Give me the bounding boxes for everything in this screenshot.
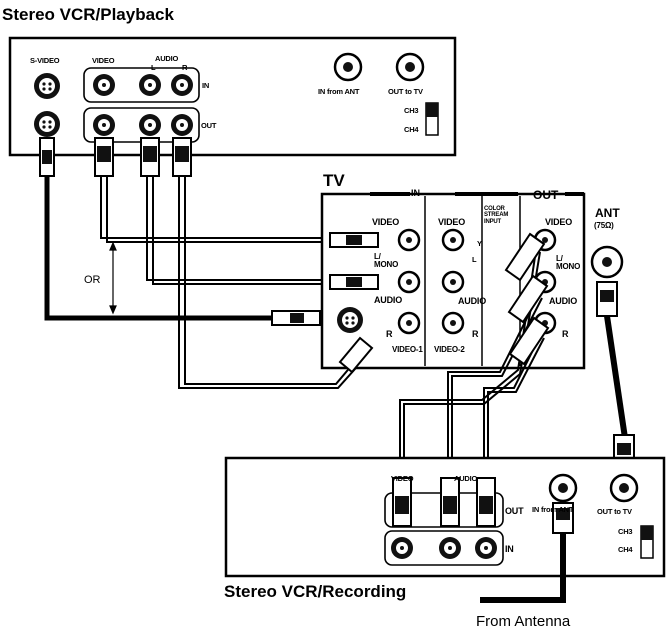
playback-rca-in-jacks xyxy=(93,74,193,96)
playback-ant-in-jack xyxy=(333,52,363,82)
tv-l2-label: L xyxy=(472,255,477,264)
playback-l-label: L xyxy=(151,63,156,72)
tv-out-plugs xyxy=(504,232,550,366)
recording-rca-jacks xyxy=(391,537,497,559)
recording-out-label: OUT xyxy=(505,506,524,516)
recording-video-label: VIDEO xyxy=(391,474,414,483)
tv-video2-port-label: VIDEO-2 xyxy=(434,345,465,354)
audio-l-cable xyxy=(146,176,332,285)
recording-ant-in-jack xyxy=(548,473,578,534)
antenna-feed-cable xyxy=(480,533,566,603)
playback-out-label: OUT xyxy=(201,121,217,130)
tv-out-r-label: R xyxy=(562,329,569,339)
tv-video1-label: VIDEO-1 xyxy=(392,345,423,354)
playback-audio-label: AUDIO xyxy=(155,54,179,63)
playback-rca-out-jacks xyxy=(93,114,193,136)
playback-svideo-out-jack xyxy=(34,111,60,137)
tv-out-video-label: VIDEO xyxy=(545,217,573,227)
playback-in-from-ant-label: IN from ANT xyxy=(318,87,360,96)
or-bracket xyxy=(109,241,117,315)
playback-out-to-tv-label: OUT to TV xyxy=(388,87,423,96)
tv-input-plugs xyxy=(271,232,379,326)
tv-video2-label: VIDEO xyxy=(438,217,466,227)
tv-lmono-label: L/ MONO xyxy=(374,252,399,270)
recording-ch4-label: CH4 xyxy=(618,545,633,554)
tv-y-label: Y xyxy=(477,239,482,248)
tv-r-label: R xyxy=(386,329,393,339)
tv-r2-label: R xyxy=(472,329,479,339)
recording-audio-label: AUDIO xyxy=(454,474,478,483)
tv-audio-r-plug xyxy=(338,336,374,374)
playback-video-label: VIDEO xyxy=(92,56,115,65)
recording-plugs xyxy=(392,477,496,527)
playback-svideo-label: S-VIDEO xyxy=(30,56,60,65)
playback-output-plugs xyxy=(39,137,192,177)
tv-ant-ohm-label: (75Ω) xyxy=(594,221,614,230)
recording-in-label: IN xyxy=(505,544,514,554)
tv-title: TV xyxy=(323,171,345,190)
playback-ch4-label: CH4 xyxy=(404,125,419,134)
recording-ch3-label: CH3 xyxy=(618,527,633,536)
tv-ant-label: ANT xyxy=(595,206,620,220)
playback-vcr-body xyxy=(8,36,457,157)
from-antenna-label: From Antenna xyxy=(476,613,571,630)
playback-ant-out-jack xyxy=(395,52,425,82)
playback-vcr-title: Stereo VCR/Playback xyxy=(2,5,174,24)
recording-audio-in-frame xyxy=(384,530,504,566)
recording-out-to-tv-label: OUT to TV xyxy=(597,507,632,516)
playback-ch3-label: CH3 xyxy=(404,106,419,115)
recording-vcr-title: Stereo VCR/Recording xyxy=(224,582,407,601)
recording-ant-out-jack xyxy=(609,473,639,503)
tv-svideo-jack xyxy=(337,307,363,333)
tv-video-label: VIDEO xyxy=(372,217,400,227)
recording-in-from-ant-label: IN from ANT xyxy=(532,505,574,514)
tv-out-lmono-label: L/ MONO xyxy=(556,254,581,272)
tv-in-label: IN xyxy=(411,188,420,198)
tv-color-stream-label: COLOR STREAM INPUT xyxy=(484,206,509,225)
tv-audio-label: AUDIO xyxy=(374,295,402,305)
tv-audio2-label: AUDIO xyxy=(458,296,486,306)
ant-cable-tv-recording xyxy=(604,315,628,439)
playback-audio-in-frame xyxy=(83,67,200,103)
tv-jacks xyxy=(397,228,557,335)
or-label: OR xyxy=(84,274,101,286)
tv-out-label: OUT xyxy=(533,188,559,202)
playback-svideo-in-jack xyxy=(34,73,60,99)
playback-in-label: IN xyxy=(202,81,210,90)
tv-out-audio-label: AUDIO xyxy=(549,296,577,306)
video-cable xyxy=(100,176,332,243)
playback-r-label: R xyxy=(182,63,188,72)
tv-ant-jack xyxy=(590,245,624,317)
svideo-cable xyxy=(44,176,280,321)
